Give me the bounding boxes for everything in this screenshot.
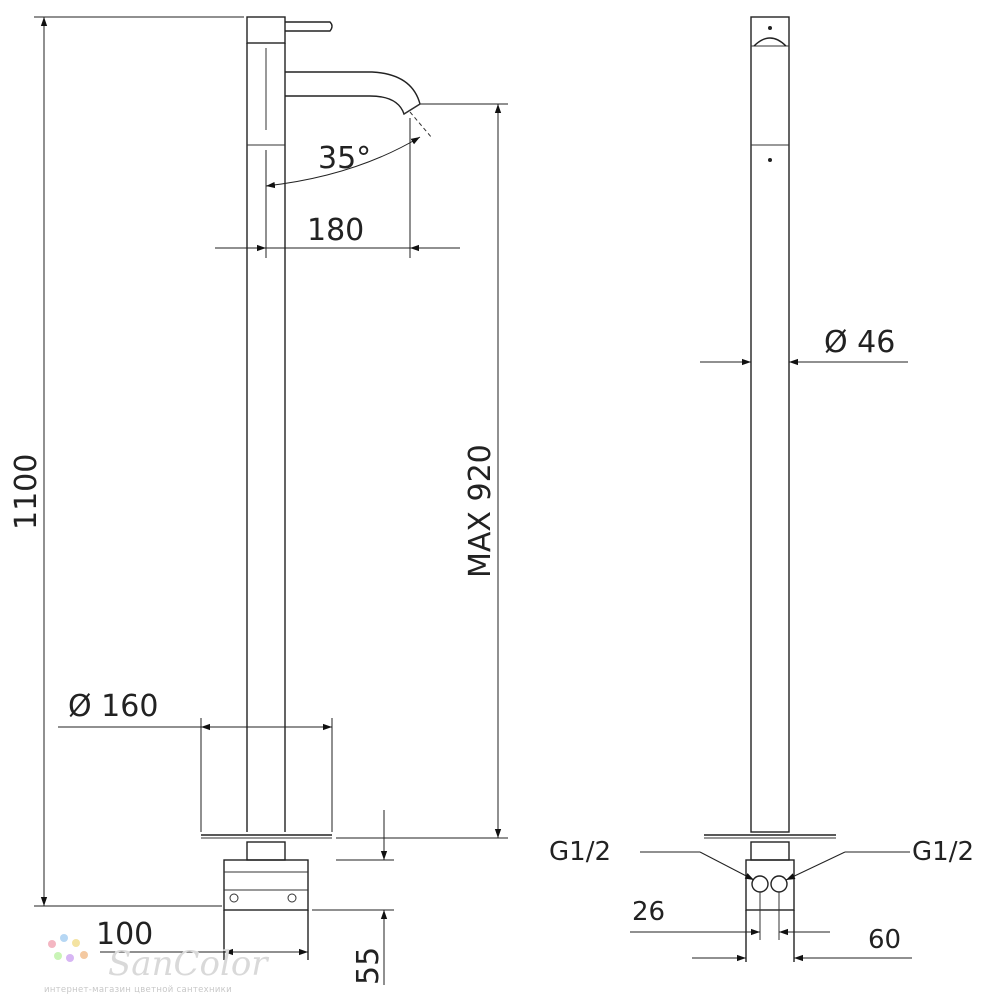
inlet-right-leader-2 (785, 851, 846, 881)
watermark-dot (48, 940, 56, 948)
side-column (750, 16, 790, 833)
base-diameter-label: Ø 160 (68, 689, 158, 724)
base-height-label: 55 (351, 947, 386, 985)
angle-arc (265, 136, 421, 189)
angle-label: 35° (318, 141, 371, 176)
spout-axis (409, 111, 433, 139)
side-view: Ø 46 G1/2 G1/2 26 60 (549, 16, 974, 962)
side-handle-profile (753, 37, 787, 47)
side-cap-dot (768, 26, 772, 30)
watermark-dot (72, 939, 80, 947)
inlet-left-label: G1/2 (549, 837, 611, 867)
bottom-offset-label: 100 (96, 917, 153, 952)
side-collar (750, 841, 790, 861)
side-block (745, 859, 795, 911)
side-column-dot (768, 158, 772, 162)
side-inlet-left (751, 875, 769, 893)
base-collar (246, 841, 286, 861)
watermark-dot (60, 934, 68, 942)
inlet-spacing-label: 26 (632, 897, 665, 927)
watermark-dot (66, 954, 74, 962)
total-height-label: 1100 (9, 454, 44, 530)
column-diameter-label: Ø 46 (824, 325, 895, 360)
spout (285, 71, 421, 116)
watermark-logo: SanColor интернет-магазин цветной сантех… (44, 934, 269, 995)
base-block (223, 859, 309, 911)
spout-height-label: MAX 920 (463, 444, 498, 578)
front-view: 35° 180 1100 MAX 920 Ø 160 (9, 16, 508, 985)
inlet-left-leader-2 (699, 851, 755, 881)
watermark-brand: SanColor (108, 944, 269, 984)
inlet-port-right (287, 893, 297, 903)
handle-cap (246, 16, 286, 44)
watermark-dot (80, 951, 88, 959)
watermark-tagline: интернет-магазин цветной сантехники (44, 985, 232, 995)
inlet-port-left (229, 893, 239, 903)
reach-label: 180 (307, 213, 364, 248)
inlet-right-label: G1/2 (912, 837, 974, 867)
watermark-dot (54, 952, 62, 960)
spout-outlet (403, 103, 421, 115)
body-width-label: 60 (868, 925, 901, 955)
lever-handle (285, 21, 333, 32)
side-inlet-right (770, 875, 788, 893)
